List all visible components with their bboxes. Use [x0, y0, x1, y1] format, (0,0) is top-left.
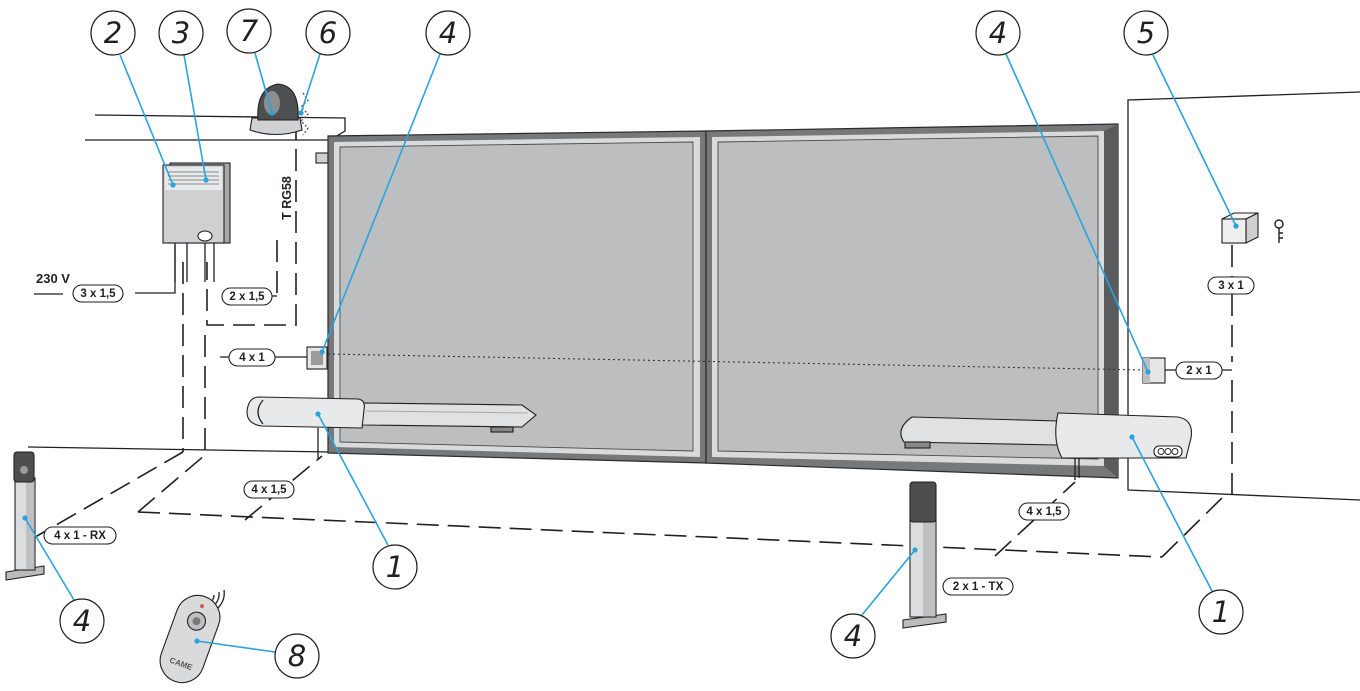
callout-number: 4 — [844, 619, 862, 653]
callout-number: 6 — [319, 16, 337, 50]
key-icon — [1274, 219, 1284, 243]
callout-number: 7 — [240, 14, 259, 48]
operator-left-arm — [361, 402, 537, 428]
cable-label-operator-right-text: 4 x 1,5 — [1026, 506, 1062, 518]
cable-label-mains-text: 3 x 1,5 — [80, 288, 116, 300]
cable-route-right-wall — [1225, 380, 1233, 496]
cable-label-keyswitch: 3 x 1 — [1207, 276, 1255, 295]
callout-number: 4 — [73, 604, 91, 638]
hinge-bracket — [315, 152, 329, 164]
gate-right-panel — [717, 135, 1099, 460]
right-wall — [1127, 91, 1360, 501]
operator-right-arm — [900, 416, 1059, 446]
cable-routes — [29, 118, 1233, 558]
cable-label-post-tx: 2 x 1 - TX — [942, 577, 1014, 596]
post-left-rx — [5, 451, 45, 581]
callout-panel-cover: 3 — [158, 10, 209, 183]
post-right-tx — [902, 481, 947, 629]
operator-left-bracket — [490, 426, 514, 433]
remote-body — [159, 594, 221, 684]
photocell-left-lens — [311, 351, 323, 365]
cable-label-operator-left: 4 x 1,5 — [243, 480, 295, 499]
post-right-shade — [923, 521, 935, 616]
flashing-light — [249, 83, 303, 136]
callout-number: 4 — [989, 16, 1007, 50]
gate-left-panel — [339, 141, 694, 452]
callout-operator-right: 1 — [1129, 434, 1244, 635]
callout-number: 3 — [172, 16, 190, 50]
cable-label-post-rx: 4 x 1 - RX — [43, 526, 117, 545]
cable-label-post-rx-text: 4 x 1 - RX — [54, 530, 106, 542]
operator-right-mount — [1074, 458, 1080, 480]
cable-label-flasher: 2 x 1,5 — [221, 287, 273, 306]
cable-label-photocell-left: 4 x 1 — [228, 348, 276, 367]
callout-number: 1 — [1212, 595, 1230, 629]
photocell-beam — [327, 353, 1144, 371]
cable-route-ground-right — [1161, 494, 1226, 558]
callout-operator-left: 1 — [315, 411, 418, 590]
operator-left-arm-line — [365, 410, 529, 414]
operator-left — [246, 396, 537, 460]
remote-button-center — [192, 617, 201, 626]
callout-number: 4 — [439, 16, 457, 50]
post-right-head — [909, 481, 937, 523]
callout-flashing-light: 7 — [226, 8, 275, 116]
control-panel-terminals — [168, 171, 219, 185]
callout-key-switch: 5 — [1123, 10, 1239, 229]
cable-route-antenna — [206, 118, 297, 326]
cable-label-photocell-right: 2 x 1 — [1175, 361, 1223, 380]
cable-label-post-tx-text: 2 x 1 - TX — [953, 581, 1004, 593]
remote-led — [199, 604, 204, 609]
callout-number: 2 — [104, 16, 122, 50]
control-panel — [162, 162, 231, 244]
box-cable-glands — [174, 243, 215, 282]
post-left-shade — [26, 479, 34, 569]
callout-number: 8 — [288, 639, 306, 673]
operator-right — [900, 412, 1193, 480]
cable-label-photocell-left-text: 4 x 1 — [239, 352, 265, 364]
callout-remote: 8 — [194, 633, 320, 679]
pillar-top-edge — [85, 114, 346, 141]
cable-label-flasher-text: 2 x 1,5 — [229, 291, 265, 303]
cable-label-operator-left-text: 4 x 1,5 — [251, 484, 287, 496]
photocell-left — [306, 346, 328, 370]
antenna — [300, 92, 309, 136]
control-panel-lock — [197, 230, 213, 242]
callout-post-left: 4 — [22, 515, 105, 644]
right-wall-outline — [1127, 91, 1360, 501]
cable-label-keyswitch-text: 3 x 1 — [1218, 280, 1244, 292]
cable-label-antenna: T RG58 — [280, 176, 294, 220]
callout-photocell-right: 4 — [975, 10, 1151, 375]
flashing-light-base — [249, 117, 303, 136]
cable-route-ground-a — [137, 454, 206, 513]
operator-left-housing — [246, 396, 365, 429]
operator-left-endcap — [257, 399, 264, 425]
antenna-icon — [300, 92, 309, 136]
gate-left-leaf — [327, 130, 707, 464]
cable-route-operator-right — [994, 481, 1076, 557]
operator-right-bracket — [904, 441, 931, 449]
cable-route-ground-main — [137, 511, 1163, 558]
post-left-lens — [20, 466, 28, 474]
gate-right-leaf — [705, 123, 1119, 479]
key-switch-side — [1245, 212, 1259, 244]
callout-number: 5 — [1137, 16, 1155, 50]
callout-number: 1 — [386, 550, 404, 584]
callout-photocell-left: 4 — [319, 10, 471, 355]
remote-control: CAME — [159, 589, 225, 684]
cable-label-mains: 3 x 1,5 — [72, 284, 124, 303]
gate-right-edge — [1104, 124, 1118, 478]
ground-line-left — [27, 446, 331, 453]
cable-label-operator-right: 4 x 1,5 — [1018, 502, 1070, 521]
cable-route-mains — [135, 245, 176, 294]
callout-post-right: 4 — [830, 547, 918, 659]
cable-label-photocell-right-text: 2 x 1 — [1186, 365, 1212, 377]
power-label: 230 V — [36, 271, 70, 286]
callout-antenna: 6 — [298, 10, 351, 116]
callout-control-board: 2 — [90, 10, 176, 188]
